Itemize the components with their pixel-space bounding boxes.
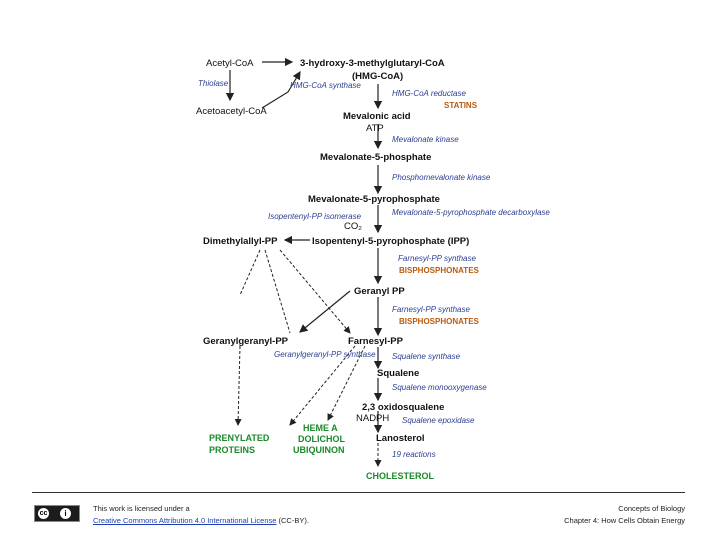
license-notice: This work is licensed under a Creative C… xyxy=(93,503,309,527)
geranylgeranyl-pp-label: Geranylgeranyl-PP xyxy=(203,336,289,347)
cc-logo-icon: cc xyxy=(38,508,49,519)
proteins-label: PROTEINS xyxy=(209,445,255,455)
acetyl-coa-label: Acetyl-CoA xyxy=(206,58,254,69)
phosphomevalonate-kinase-label: Phosphomevalonate kinase xyxy=(392,173,491,182)
course-info: Concepts of Biology Chapter 4: How Cells… xyxy=(564,503,685,527)
farnesyl-pp-label: Farnesyl-PP xyxy=(348,336,404,347)
footer-divider xyxy=(32,492,685,493)
mevalonate-5-pyrophosphate-label: Mevalonate-5-pyrophosphate xyxy=(308,194,440,205)
bisphosphonates-2-label: BISPHOSPHONATES xyxy=(399,317,480,326)
heme-a-label: HEME A xyxy=(303,423,338,433)
lanosterol-label: Lanosterol xyxy=(376,433,425,444)
statins-label: STATINS xyxy=(444,101,478,110)
bisphosphonates-1-label: BISPHOSPHONATES xyxy=(399,266,480,275)
mevalonate-5-pp-decarboxylase-label: Mevalonate-5-pyrophosphate decarboxylase xyxy=(392,208,550,217)
hmg-coa-label: 3-hydroxy-3-methylglutaryl-CoA xyxy=(300,58,445,69)
hmg-coa-synthase-label: HMG-CoA synthase xyxy=(290,81,361,90)
mevalonate-pathway-diagram: Acetyl-CoA 3-hydroxy-3-methylglutaryl-Co… xyxy=(196,57,550,481)
farnesyl-pp-synthase-1-label: Farnesyl-PP synthase xyxy=(398,254,477,263)
nineteen-reactions-label: 19 reactions xyxy=(392,450,436,459)
chapter-title: Chapter 4: How Cells Obtain Energy xyxy=(564,516,685,525)
prenylated-label: PRENYLATED xyxy=(209,433,270,443)
oxidosqualene-label: 2,3 oxidosqualene xyxy=(362,402,444,413)
pathway-arrows xyxy=(225,57,383,467)
cholesterol-label: CHOLESTEROL xyxy=(366,471,435,481)
ubiquinone-label: UBIQUINON xyxy=(293,445,345,455)
hmg-coa-reductase-label: HMG-CoA reductase xyxy=(392,89,467,98)
license-line: This work is licensed under a xyxy=(93,504,190,513)
mevalonate-5-phosphate-label: Mevalonate-5-phosphate xyxy=(320,152,431,163)
cc-by-license-icon[interactable]: cc i xyxy=(34,505,80,522)
hmg-coa-abbr-label: (HMG-CoA) xyxy=(352,71,403,82)
nadph-label: NADPH xyxy=(356,413,389,424)
dimethylallyl-pp-label: Dimethylallyl-PP xyxy=(203,236,278,247)
farnesyl-pp-synthase-2-label: Farnesyl-PP synthase xyxy=(392,305,471,314)
squalene-label: Squalene xyxy=(377,368,419,379)
geranyl-pp-label: Geranyl PP xyxy=(354,286,405,297)
by-person-icon: i xyxy=(60,508,71,519)
dolichol-label: DOLICHOL xyxy=(298,434,345,444)
acetoacetyl-coa-label: Acetoacetyl-CoA xyxy=(196,106,267,117)
thiolase-label: Thiolase xyxy=(198,79,229,88)
license-suffix: (CC-BY). xyxy=(276,516,309,525)
squalene-epoxidase-label: Squalene epoxidase xyxy=(402,416,475,425)
mevalonate-kinase-label: Mevalonate kinase xyxy=(392,135,459,144)
geranylgeranyl-pp-synthase-label: Geranylgeranyl-PP synthase xyxy=(274,350,376,359)
squalene-monooxygenase-label: Squalene monooxygenase xyxy=(392,383,487,392)
co2-label: CO₂ xyxy=(344,221,362,232)
course-title: Concepts of Biology xyxy=(618,504,685,513)
ipp-isomerase-label: Isopentenyl-PP isomerase xyxy=(268,212,362,221)
license-link[interactable]: Creative Commons Attribution 4.0 Interna… xyxy=(93,516,277,525)
ipp-label: Isopentenyl-5-pyrophosphate (IPP) xyxy=(312,236,469,247)
squalene-synthase-label: Squalene synthase xyxy=(392,352,461,361)
atp-label: ATP xyxy=(366,123,384,134)
mevalonic-acid-label: Mevalonic acid xyxy=(343,111,411,122)
